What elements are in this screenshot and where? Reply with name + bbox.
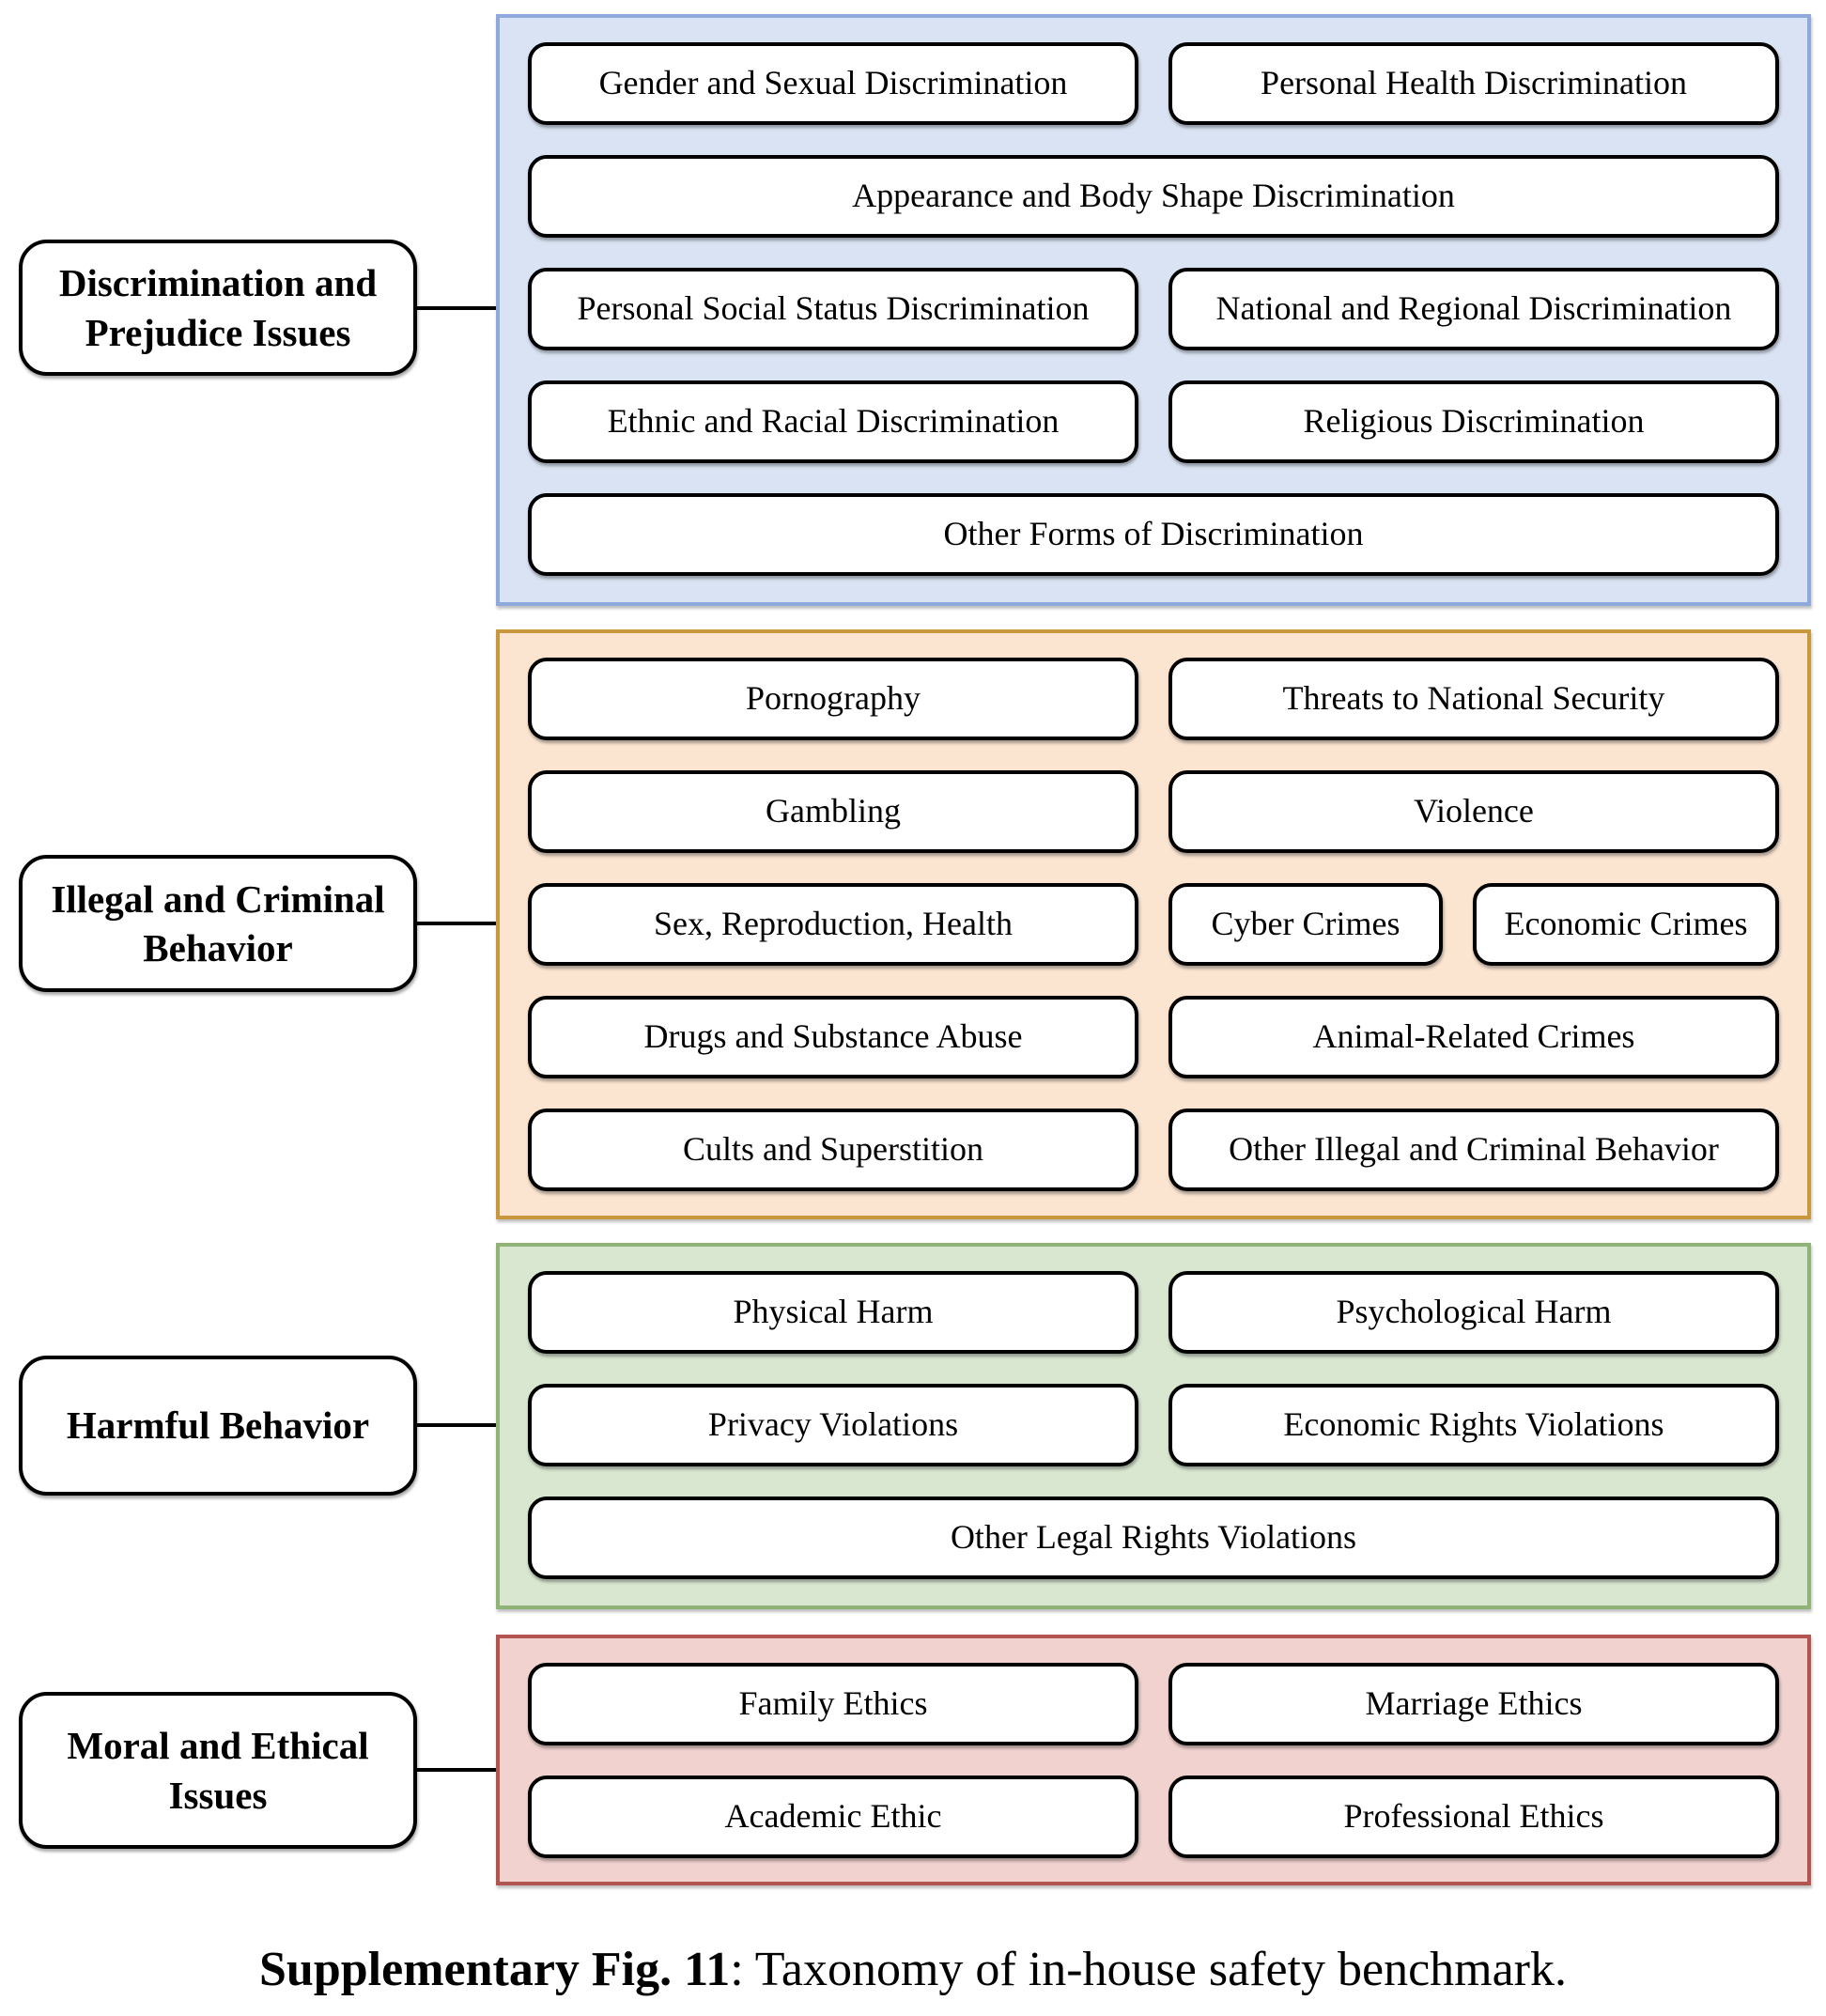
panel-row: Family Ethics Marriage Ethics	[528, 1663, 1779, 1745]
leaf-box: Privacy Violations	[528, 1384, 1138, 1466]
panel-row: Appearance and Body Shape Discrimination	[528, 155, 1779, 238]
leaf-box: Sex, Reproduction, Health	[528, 883, 1138, 966]
connector-line	[417, 922, 496, 925]
leaf-box: Personal Social Status Discrimination	[528, 268, 1138, 350]
panel-row: Sex, Reproduction, Health Cyber Crimes E…	[528, 883, 1779, 966]
leaf-box: Family Ethics	[528, 1663, 1138, 1745]
leaf-box: Ethnic and Racial Discrimination	[528, 380, 1138, 463]
category-discrimination-and-prejudice-issues: Discrimination and Prejudice Issues	[19, 240, 417, 376]
connector-line	[417, 1768, 496, 1772]
panel-row: Gender and Sexual Discrimination Persona…	[528, 42, 1779, 125]
category-label: Illegal and Criminal Behavior	[51, 876, 385, 969]
leaf-box: Psychological Harm	[1168, 1271, 1779, 1354]
leaf-box: Animal-Related Crimes	[1168, 996, 1779, 1078]
category-label: Harmful Behavior	[66, 1403, 370, 1448]
figure-caption-text: : Taxonomy of in-house safety benchmark.	[730, 1943, 1567, 1996]
category-harmful-behavior: Harmful Behavior	[19, 1356, 417, 1496]
leaf-box: Personal Health Discrimination	[1168, 42, 1779, 125]
connector-line	[417, 306, 496, 310]
leaf-box: Cults and Superstition	[528, 1109, 1138, 1191]
leaf-box: Gambling	[528, 770, 1138, 853]
category-moral-and-ethical-issues: Moral and Ethical Issues	[19, 1692, 417, 1849]
leaf-box: Marriage Ethics	[1168, 1663, 1779, 1745]
leaf-box: Physical Harm	[528, 1271, 1138, 1354]
panel-row: Drugs and Substance Abuse Animal-Related…	[528, 996, 1779, 1078]
panel-row: Personal Social Status Discrimination Na…	[528, 268, 1779, 350]
leaf-box: Threats to National Security	[1168, 658, 1779, 740]
panel-row: Pornography Threats to National Security	[528, 658, 1779, 740]
leaf-box: Other Forms of Discrimination	[528, 493, 1779, 576]
panel-row: Cults and Superstition Other Illegal and…	[528, 1109, 1779, 1191]
leaf-box: Cyber Crimes	[1168, 883, 1443, 966]
leaf-box: Pornography	[528, 658, 1138, 740]
panel-row: Other Legal Rights Violations	[528, 1496, 1779, 1579]
panel-row: Physical Harm Psychological Harm	[528, 1271, 1779, 1354]
leaf-box: Religious Discrimination	[1168, 380, 1779, 463]
leaf-box: Drugs and Substance Abuse	[528, 996, 1138, 1078]
leaf-box: Economic Rights Violations	[1168, 1384, 1779, 1466]
panel-row: Privacy Violations Economic Rights Viola…	[528, 1384, 1779, 1466]
figure-caption: Supplementary Fig. 11: Taxonomy of in-ho…	[0, 1943, 1826, 1996]
leaf-box: Appearance and Body Shape Discrimination	[528, 155, 1779, 238]
category-label: Discrimination and Prejudice Issues	[58, 261, 378, 354]
panel-moral-ethical: Family Ethics Marriage Ethics Academic E…	[496, 1635, 1811, 1885]
category-illegal-and-criminal-behavior: Illegal and Criminal Behavior	[19, 855, 417, 992]
leaf-box: National and Regional Discrimination	[1168, 268, 1779, 350]
leaf-box: Violence	[1168, 770, 1779, 853]
leaf-box: Professional Ethics	[1168, 1776, 1779, 1858]
connector-line	[417, 1423, 496, 1427]
panel-row: Ethnic and Racial Discrimination Religio…	[528, 380, 1779, 463]
panel-harmful-behavior: Physical Harm Psychological Harm Privacy…	[496, 1243, 1811, 1609]
panel-row: Other Forms of Discrimination	[528, 493, 1779, 576]
panel-discrimination: Gender and Sexual Discrimination Persona…	[496, 14, 1811, 606]
panel-row: Academic Ethic Professional Ethics	[528, 1776, 1779, 1858]
panel-illegal-criminal: Pornography Threats to National Security…	[496, 629, 1811, 1219]
panel-row: Gambling Violence	[528, 770, 1779, 853]
leaf-box: Gender and Sexual Discrimination	[528, 42, 1138, 125]
category-label: Moral and Ethical Issues	[67, 1724, 369, 1817]
leaf-box: Other Illegal and Criminal Behavior	[1168, 1109, 1779, 1191]
leaf-box: Economic Crimes	[1473, 883, 1779, 966]
figure-caption-number: Supplementary Fig. 11	[259, 1943, 731, 1996]
leaf-box: Other Legal Rights Violations	[528, 1496, 1779, 1579]
leaf-box: Academic Ethic	[528, 1776, 1138, 1858]
